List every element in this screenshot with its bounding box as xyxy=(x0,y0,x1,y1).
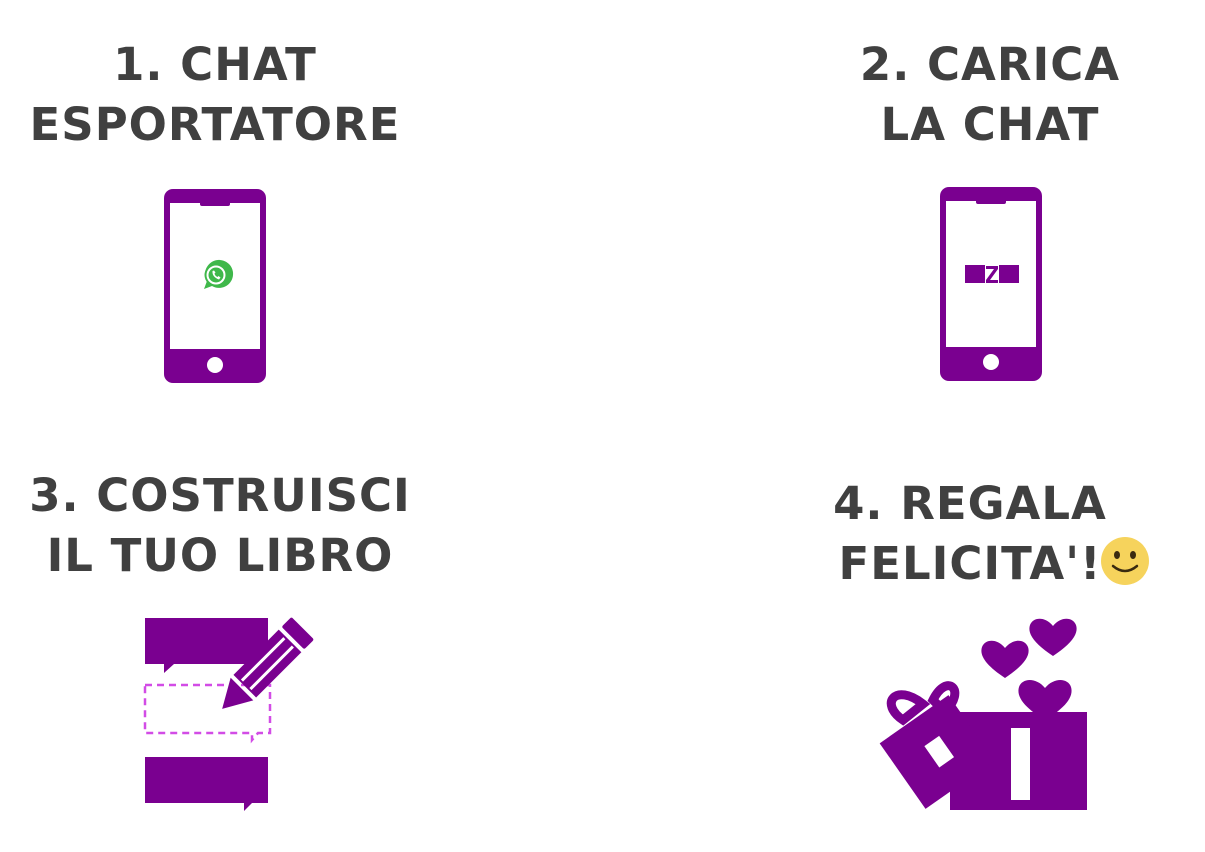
step-1-title-line-2: ESPORTATORE xyxy=(29,98,401,151)
heart-icon xyxy=(981,618,1077,720)
step-1-title: 1. CHAT ESPORTATORE xyxy=(15,35,415,155)
step-4-title: 4. REGALA FELICITA'! xyxy=(795,474,1145,594)
pencil-icon xyxy=(222,617,314,709)
step-4-title-line-2: FELICITA'! xyxy=(838,537,1102,590)
step-3-title-line-2: IL TUO LIBRO xyxy=(46,529,394,582)
whatsapp-icon xyxy=(204,259,234,289)
step-2-title-line-1: 2. CARICA xyxy=(859,38,1121,91)
step-2-title-line-2: LA CHAT xyxy=(880,98,1100,151)
app-logo-icon xyxy=(965,265,1019,283)
gift-hearts-icon xyxy=(879,618,1087,810)
step-3-title-line-1: 3. COSTRUISCI xyxy=(29,469,411,522)
phone-whatsapp-icon xyxy=(164,189,266,383)
chat-book-pencil-icon xyxy=(143,617,314,811)
smiley-icon xyxy=(1101,537,1149,585)
step-2-title: 2. CARICA LA CHAT xyxy=(790,35,1190,155)
step-4-title-line-1: 4. REGALA xyxy=(833,477,1107,530)
step-1-title-line-1: 1. CHAT xyxy=(113,38,317,91)
phone-app-logo-icon xyxy=(940,187,1042,381)
step-3-title: 3. COSTRUISCI IL TUO LIBRO xyxy=(20,466,420,586)
